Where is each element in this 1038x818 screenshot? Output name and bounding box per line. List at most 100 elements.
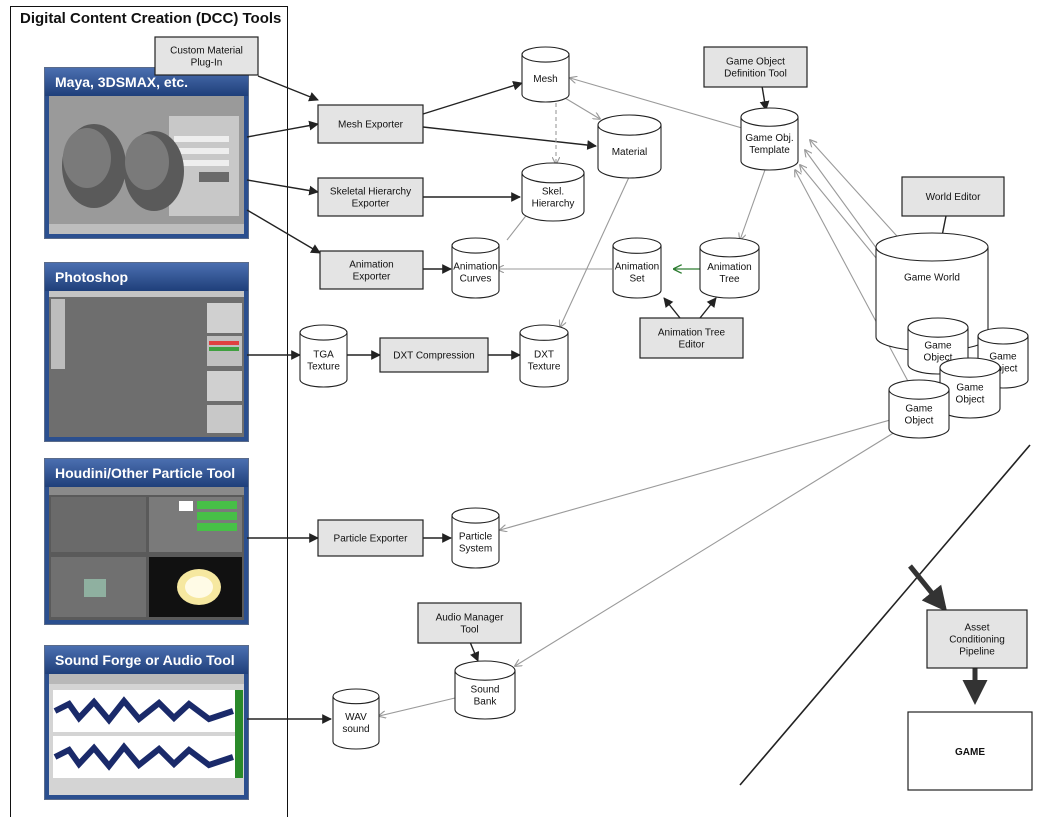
- cylinder-game-object-d-label: Object: [905, 415, 934, 426]
- box-particle-exporter: Particle Exporter: [317, 519, 424, 557]
- box-mesh-exporter-label: Mesh Exporter: [338, 120, 404, 131]
- arrow-material-to-dxt: [560, 174, 631, 327]
- cylinder-anim-set-top: [612, 237, 662, 254]
- cylinder-sound-bank-label: Sound: [471, 684, 500, 695]
- box-game-object-def-label: Game Object: [726, 57, 785, 68]
- cylinder-game-object-b-top: [939, 357, 1001, 378]
- tool-card-maya: Maya, 3DSMAX, etc.: [44, 67, 249, 239]
- box-world-editor: World Editor: [901, 176, 1005, 217]
- box-dxt-compression: DXT Compression: [379, 337, 489, 373]
- box-custom-material-shape: [154, 36, 259, 76]
- cylinder-game-object-a-label: Game: [924, 340, 952, 351]
- box-audio-manager-shape: [417, 602, 522, 644]
- cylinder-particle-system-body: [451, 515, 500, 569]
- photoshop-screenshot: [49, 291, 244, 437]
- cylinder-mesh-body: [521, 54, 570, 103]
- box-dxt-compression-label: DXT Compression: [393, 351, 475, 362]
- soundforge-screenshot: [49, 674, 244, 795]
- box-asset-pipeline-label: Conditioning: [949, 635, 1005, 646]
- cylinder-tga-texture-label: TGA: [313, 349, 334, 360]
- box-mesh-exporter: Mesh Exporter: [317, 104, 424, 144]
- cylinder-dxt-texture-label: Texture: [528, 361, 561, 372]
- cylinder-tga-texture-top: [299, 324, 348, 341]
- cylinder-sound-bank-top: [454, 660, 516, 681]
- cylinder-sound-bank-body: [454, 670, 516, 720]
- light-arrows: [379, 78, 1001, 716]
- cylinder-game-object-c-top: [977, 327, 1029, 345]
- cylinder-game-object-b-label: Object: [956, 394, 985, 405]
- cylinder-game-world-label: Game World: [904, 273, 960, 284]
- arrow-tree-editor-to-set: [663, 297, 681, 319]
- box-skeletal-exporter-label: Exporter: [352, 199, 390, 210]
- box-mesh-exporter-shape: [317, 104, 424, 144]
- arrow-custom-material-to-mesh-exporter: [257, 75, 319, 102]
- box-audio-manager-label: Audio Manager: [436, 613, 504, 624]
- box-game: GAME: [907, 711, 1033, 791]
- houdini-screenshot: [49, 487, 244, 620]
- cylinder-tga-texture-body: [299, 332, 348, 388]
- box-anim-tree-editor-label: Editor: [678, 340, 705, 351]
- box-audio-manager-label: Tool: [460, 625, 478, 636]
- cylinder-mesh-top: [521, 46, 570, 63]
- arrow-object-d-to-template: [795, 170, 911, 386]
- box-world-editor-shape: [901, 176, 1005, 217]
- box-anim-tree-editor-label: Animation Tree: [658, 328, 726, 339]
- cylinder-particle-system-label: System: [459, 543, 492, 554]
- cylinder-material-top: [597, 114, 662, 136]
- cylinder-game-object-d-body: [888, 389, 950, 439]
- arrow-template-to-mesh: [570, 78, 743, 129]
- arrow-maya-to-skeletal-exporter: [246, 179, 319, 196]
- tool-card-houdini: Houdini/Other Particle Tool: [44, 458, 249, 625]
- cylinder-anim-set-label: Animation: [615, 261, 659, 272]
- cylinder-anim-tree-label: Tree: [719, 274, 740, 285]
- box-skeletal-exporter-shape: [317, 177, 424, 217]
- arrow-object-to-particle: [500, 419, 891, 530]
- cylinder-material-body: [597, 125, 662, 179]
- box-game-label: GAME: [955, 747, 985, 758]
- cylinder-wav-sound-label: WAV: [345, 712, 367, 723]
- cylinder-game-obj-template-top: [740, 107, 799, 127]
- cylinder-anim-set-label: Set: [629, 273, 644, 284]
- cylinder-game-object-d-top: [888, 379, 950, 400]
- box-game-object-def-label: Definition Tool: [724, 69, 787, 80]
- cylinder-tga-texture-label: Texture: [307, 361, 340, 372]
- cylinder-anim-curves-body: [451, 245, 500, 299]
- arrow-object-to-bank: [515, 431, 896, 666]
- box-animation-exporter-label: Exporter: [353, 272, 391, 283]
- arrow-maya-to-animation-exporter: [246, 209, 321, 254]
- cylinder-game-obj-template: Game Obj.Template: [740, 107, 799, 171]
- box-asset-pipeline-label: Pipeline: [959, 647, 995, 658]
- box-custom-material-label: Custom Material: [170, 46, 243, 57]
- arrow-maya-to-mesh-exporter: [246, 120, 319, 138]
- arrow-audio-manager-to-bank: [469, 641, 480, 662]
- dcc-tools-title: Digital Content Creation (DCC) Tools: [20, 10, 282, 27]
- cylinder-game-obj-template-label: Template: [749, 145, 790, 156]
- cylinder-sound-bank-label: Bank: [474, 696, 498, 707]
- box-game-shape: [907, 711, 1033, 791]
- cylinder-mesh-label: Mesh: [533, 74, 557, 85]
- arrow-template-to-tree: [740, 166, 767, 240]
- cylinder-game-object-a-label: Object: [924, 352, 953, 363]
- arrow-divider-to-pipeline: [908, 564, 948, 612]
- cylinder-wav-sound-label: sound: [342, 724, 369, 735]
- box-custom-material-label: Plug-In: [191, 58, 223, 69]
- cylinder-dxt-texture-body: [519, 332, 569, 388]
- cylinder-anim-set-body: [612, 245, 662, 299]
- arrow-definition-tool-to-template: [759, 85, 770, 111]
- tool-title-soundforge: Sound Forge or Audio Tool: [45, 646, 248, 674]
- cylinder-dxt-texture-top: [519, 324, 569, 341]
- tool-title-photoshop: Photoshop: [45, 263, 248, 291]
- cylinder-anim-tree-label: Animation: [707, 262, 751, 273]
